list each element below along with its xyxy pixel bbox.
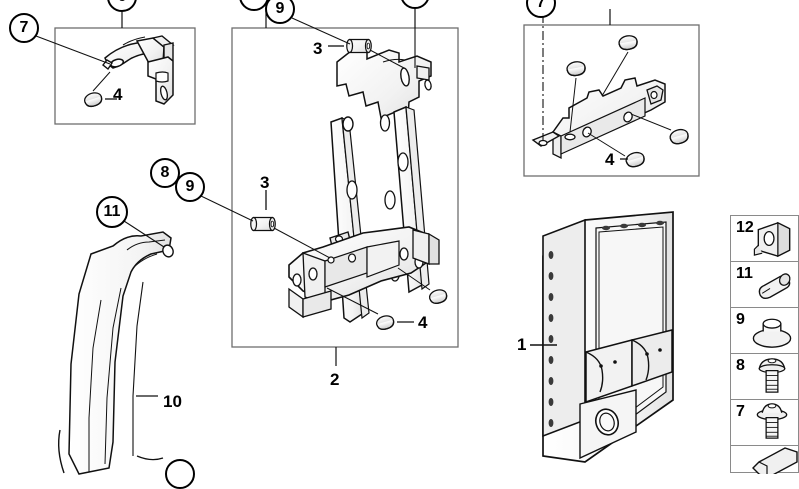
legend-number: 9 — [736, 311, 745, 328]
diagram-canvas: 7 6 9 9 5 7 8 9 11 4 3 3 4 2 4 10 1 12 — [9, 0, 799, 489]
plug-cap-4-upper-left-art — [82, 71, 117, 109]
upper-right-bracket-panel — [523, 24, 700, 177]
callout-9-middle-left[interactable]: 9 — [175, 172, 205, 202]
leader-bushing-to-rail-top — [369, 49, 405, 69]
upper-right-cross-bracket-art — [531, 77, 666, 160]
rivet-pin-icon — [758, 273, 791, 300]
legend-number: 8 — [736, 357, 745, 374]
callout-label: 8 — [160, 164, 170, 181]
bushing-3-top-art — [291, 17, 405, 69]
callout-label: 6 — [118, 0, 127, 5]
flange-bolt-icon — [756, 403, 788, 439]
legend-item-11[interactable]: 11 — [731, 262, 798, 308]
callout-bottom-cut[interactable] — [165, 459, 195, 489]
index-3-middle-bushing: 3 — [260, 173, 270, 192]
leader-7-upper-left-line — [35, 35, 111, 65]
index-4-center-bushing: 4 — [418, 313, 428, 332]
clip-bracket-icon — [753, 221, 791, 258]
legend-item-8[interactable]: 8 — [731, 354, 798, 400]
seat-control-module-art — [542, 211, 674, 463]
legend-number: 7 — [736, 403, 745, 420]
bracket-hole-b — [582, 126, 592, 138]
bracket-hole-a — [564, 133, 576, 141]
bracket-hole-left — [538, 139, 548, 147]
index-1-control-module: 1 — [517, 335, 527, 354]
leader-9-to-bushing-top — [291, 17, 351, 45]
leader-bushing-to-gearbox — [273, 227, 331, 259]
leader-plug-r3 — [630, 113, 672, 131]
bushing-3-middle-art — [200, 190, 331, 259]
callout-label: 11 — [103, 203, 121, 220]
legend-number: 12 — [736, 219, 754, 236]
callout-label: 7 — [536, 0, 546, 11]
panel-frames — [54, 24, 700, 348]
index-4-upper-left-panel: 4 — [113, 85, 123, 104]
plug-cap-4-center-art — [326, 287, 414, 332]
plug-cap-4-center-right-art — [397, 267, 449, 306]
legend-item-12[interactable]: 12 — [731, 216, 798, 262]
leader-plug-r4 — [587, 132, 626, 157]
bracket-clip-icon — [752, 447, 798, 474]
leader-plug-center-to-body — [326, 287, 379, 315]
index-2-center-assembly: 2 — [330, 370, 340, 389]
leader-plug-right-to-body — [397, 267, 431, 291]
center-rail-assembly-panel — [231, 27, 459, 348]
parts-legend-panel: 12 11 9 8 — [730, 215, 799, 474]
legend-number: 11 — [736, 265, 753, 282]
callout-9-center-top[interactable]: 9 — [265, 0, 295, 24]
callout-7-upper-left[interactable]: 7 — [9, 13, 39, 43]
trim-mount-hole — [162, 244, 174, 258]
bracket-hole-c — [623, 111, 633, 123]
grommet-icon — [752, 318, 792, 348]
seat-rail-assembly-art — [288, 49, 440, 323]
callout-11-lower-left[interactable]: 11 — [96, 196, 128, 228]
leader-plug-r2 — [601, 51, 629, 97]
leader-9-to-bushing-mid — [200, 195, 254, 222]
callout-label: 9 — [185, 178, 195, 195]
leader-plug-to-bracket-ul — [92, 71, 111, 92]
bracket-slot-hole — [159, 85, 169, 101]
index-4-right-panel: 4 — [605, 150, 615, 169]
diagram-artwork — [35, 9, 700, 475]
upper-left-bracket-panel — [54, 27, 196, 125]
module-top-pin-row — [602, 220, 664, 231]
leader-11-to-trim — [123, 220, 165, 248]
plug-caps-right-panel-art — [565, 33, 691, 170]
leader-plug-r1 — [569, 77, 577, 133]
callout-label: 9 — [250, 0, 259, 4]
legend-item-9[interactable]: 9 — [731, 308, 798, 354]
index-10-side-trim: 10 — [163, 392, 182, 411]
legend-item-7[interactable]: 7 — [731, 400, 798, 446]
legend-item-cut[interactable] — [731, 446, 798, 474]
callout-label: 9 — [275, 0, 285, 17]
side-trim-panel-art — [57, 231, 174, 475]
callout-label: 7 — [19, 19, 29, 36]
module-pin-row — [548, 251, 554, 427]
callout-label: 5 — [411, 0, 420, 2]
dome-bolt-icon — [758, 358, 786, 393]
upper-left-seat-bracket-art — [102, 35, 175, 105]
index-3-top-bushing: 3 — [313, 39, 323, 58]
